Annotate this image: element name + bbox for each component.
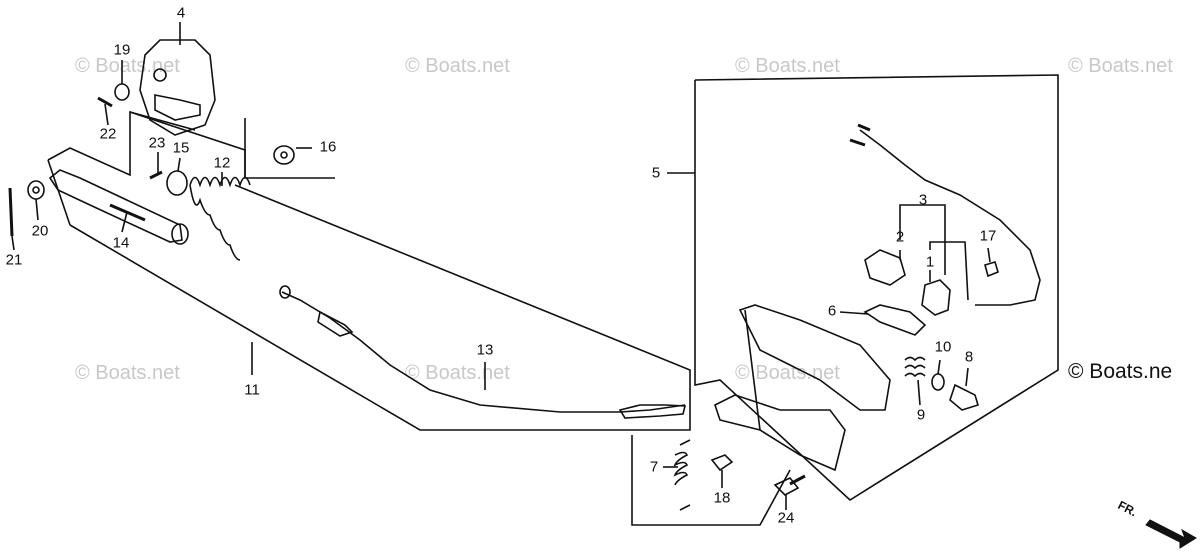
part-8-knob (949, 383, 979, 411)
part-5-lever (738, 304, 891, 411)
part-14-end (171, 223, 189, 245)
group-frame-right (694, 74, 1059, 502)
callout-21: 21 (5, 251, 23, 269)
direction-arrow-icon (1145, 519, 1197, 549)
callout-17: 17 (979, 227, 997, 245)
part-9-spring (904, 356, 926, 378)
part-19-washer (114, 83, 130, 101)
part-23-pin (149, 170, 163, 180)
callout-3: 3 (918, 191, 928, 209)
callout-15: 15 (172, 139, 190, 157)
part-7-spring (673, 439, 691, 511)
part-13-cable-tip (618, 404, 687, 419)
part-13-cable-fitting (317, 310, 354, 337)
callout-2: 2 (895, 228, 905, 246)
part-18-bolt (710, 454, 734, 472)
callout-16: 16 (319, 138, 337, 156)
callout-24: 24 (777, 509, 795, 527)
part-24-shank (789, 474, 806, 486)
callout-5: 5 (651, 164, 661, 182)
part-16-hole (280, 151, 288, 159)
callout-20: 20 (31, 222, 49, 240)
watermark: © Boats.net (75, 362, 180, 384)
callout-23: 23 (148, 134, 166, 152)
part-12-spring (189, 176, 251, 261)
leader-15 (177, 157, 181, 172)
callout-19: 19 (113, 41, 131, 59)
part-3-terminals (849, 123, 871, 147)
watermark: © Boats.net (1068, 55, 1173, 77)
watermark: © Boats.net (75, 55, 180, 77)
part-4-cover (139, 39, 216, 136)
callout-1: 1 (925, 253, 935, 271)
part-16-washer (273, 145, 295, 165)
part-20-washer (27, 180, 45, 200)
group-frame-lower (631, 435, 791, 526)
part-5-stem (744, 309, 761, 431)
part-17-screw (984, 261, 999, 278)
group-frame-left-corner (47, 159, 71, 226)
callout-10: 10 (934, 338, 952, 356)
watermark: © Boats.net (735, 55, 840, 77)
leader-22 (104, 103, 109, 126)
watermark: © Boats.net (405, 362, 510, 384)
leader-8 (965, 367, 969, 387)
part-4-hole (153, 68, 167, 82)
part-14-shaft (48, 169, 183, 243)
leader-21 (11, 235, 15, 251)
part-15-washer (166, 170, 188, 196)
leader-6 (839, 311, 869, 315)
part-3-wire (859, 129, 1041, 306)
callout-18: 18 (713, 489, 731, 507)
group-frame-left-top (47, 110, 335, 179)
callout-6: 6 (827, 302, 837, 320)
callout-22: 22 (99, 125, 117, 143)
part-21-pin (8, 187, 14, 237)
callout-8: 8 (964, 348, 974, 366)
part-24-bolt (773, 477, 800, 496)
watermark: © Boats.net (735, 362, 840, 384)
part-6-bracket (863, 304, 927, 336)
leader-3b (929, 241, 969, 301)
callout-12: 12 (213, 154, 231, 172)
leader-3 (899, 204, 946, 275)
part-4-slot (154, 94, 201, 121)
leader-20 (35, 198, 39, 221)
callout-13: 13 (476, 341, 494, 359)
group-frame-bottom (69, 184, 691, 431)
callout-11: 11 (244, 381, 260, 399)
group-frame-left-edge (129, 111, 196, 131)
leader-10 (937, 359, 941, 375)
callout-14: 14 (112, 234, 130, 252)
leader-9 (917, 379, 921, 406)
part-1-switch (921, 279, 951, 316)
part-5-base-plate (714, 394, 846, 472)
part-13-cable-end (279, 285, 291, 299)
part-10-washer (931, 373, 945, 391)
watermark: © Boats.net (405, 55, 510, 77)
callout-9: 9 (916, 406, 926, 424)
part-20-hole (32, 186, 40, 194)
part-22-pin (97, 96, 113, 108)
callout-7: 7 (649, 458, 659, 476)
leader-17 (987, 247, 991, 263)
part-2-switch (864, 249, 906, 286)
leader-14 (121, 211, 128, 233)
callout-4: 4 (176, 4, 186, 22)
copyright-label: © Boats.ne (1068, 360, 1173, 383)
